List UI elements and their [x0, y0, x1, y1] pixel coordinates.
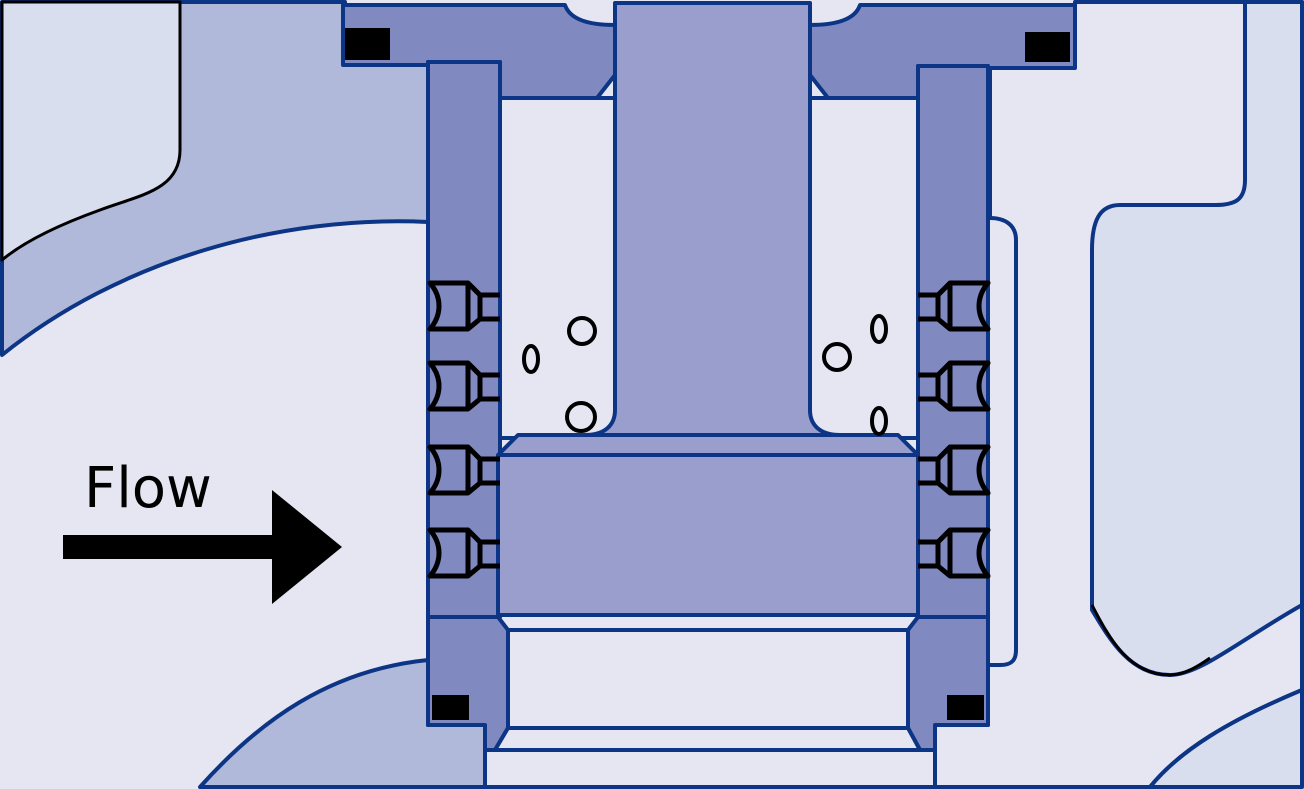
cage-right-wall [916, 64, 990, 619]
seat-opening [506, 628, 910, 730]
bubble [822, 342, 852, 372]
bubble [565, 401, 597, 433]
bubble [870, 314, 888, 344]
valve-body-right-inner [1090, 0, 1304, 677]
bubble [567, 316, 597, 346]
cage-port-right-1 [918, 280, 991, 332]
seal-top-right [1025, 32, 1070, 62]
flow-label: Flow [84, 456, 212, 521]
seal-bottom-right [947, 695, 984, 720]
cage-port-right-4 [918, 527, 991, 579]
flow-arrow-icon [63, 490, 342, 604]
seal-top-left [345, 28, 390, 60]
cage-port-left-4 [427, 527, 500, 579]
seal-bottom-left [432, 695, 469, 720]
outlet-gap [483, 748, 937, 789]
valve-body-right-lower [1148, 688, 1304, 789]
cage-port-right-3 [918, 444, 991, 496]
valve-body-right-edge [1090, 604, 1211, 677]
cage-left-wall [426, 60, 502, 619]
valve-stem [583, 1, 842, 437]
seat-chamfer [493, 726, 922, 752]
valve-body-left-corner [0, 0, 182, 262]
cage-port-left-3 [427, 444, 500, 496]
cage-port-left-2 [427, 360, 500, 412]
bubble [870, 406, 888, 436]
valve-plug [496, 433, 920, 617]
cage-port-right-2 [918, 360, 991, 412]
cage-port-left-1 [427, 280, 500, 332]
bubble [522, 344, 540, 374]
